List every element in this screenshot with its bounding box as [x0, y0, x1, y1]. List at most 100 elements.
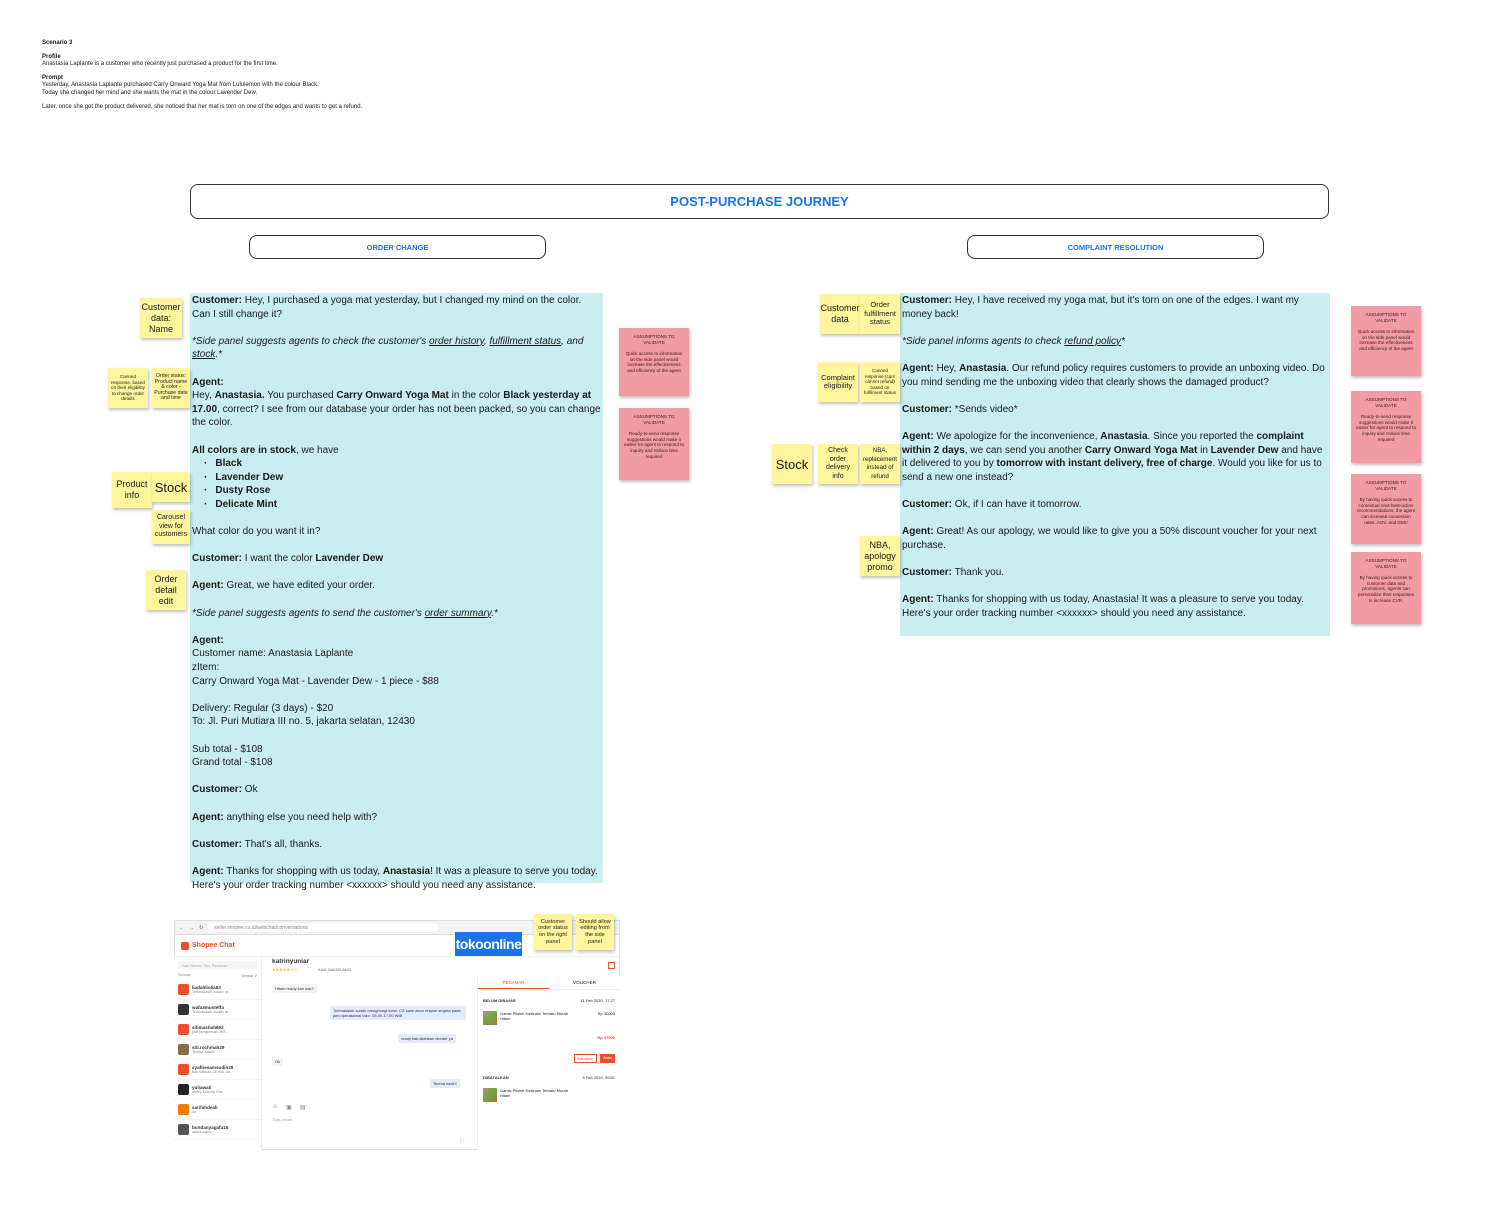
chat-user-name: katrinyuniar [272, 958, 310, 965]
complaint-window: complaint within 2 days [902, 430, 1304, 456]
speaker-label: Agent: [902, 362, 934, 374]
avatar [178, 1084, 189, 1095]
message-text: ! It was a pleasure to serve you today. … [192, 865, 598, 891]
side-panel-note: *Side panel informs agents to check [902, 335, 1065, 347]
sticky-canned-refund-response: Canned response (can/ cannot refund) bas… [860, 362, 900, 402]
message-text: What color do you want it in? [192, 526, 321, 538]
emoji-icon[interactable]: ☺ [272, 1104, 279, 1110]
speaker-label: Agent: [192, 376, 224, 388]
message-text: anything else you need help with? [223, 811, 378, 823]
tab-voucher[interactable]: VOUCHER [573, 980, 596, 985]
contact-message: ok [192, 1110, 197, 1114]
summary-line: Delivery: Regular (3 days) - $20 [192, 702, 334, 714]
contact-name: sitimastiah692 [192, 1025, 224, 1030]
avatar [178, 1004, 189, 1015]
message-text: Thank you. [952, 566, 1005, 578]
order-summary-link: order summary [424, 607, 492, 619]
assumption-card: ASSUMPTIONS TO VALIDATE Ready-to-send re… [1351, 391, 1421, 463]
profile-label: Profile [42, 53, 61, 60]
contact-name: yuliawati [192, 1085, 212, 1090]
sticky-customer-data-name: Customer data: Name [140, 298, 182, 338]
order-detail: Black yesterday at 17.00 [192, 390, 592, 415]
product-title: Gamis Plisket Kekinian Terbaru Murah [500, 1088, 568, 1093]
speaker-label: Agent: [192, 865, 224, 877]
profile-text: Anastasia Laplante is a customer who rec… [42, 61, 278, 68]
contact-message: sialey kosong Kka [192, 1090, 223, 1094]
prompt-line-1: Yesterday, Anastasia Laplante purchased … [42, 82, 319, 89]
chat-message: Terima kasih! [430, 1079, 460, 1088]
filter-all[interactable]: Semua [178, 973, 191, 977]
side-panel-note: *Side panel suggests agents to send the … [192, 607, 425, 619]
panel-toggle-icon[interactable] [608, 962, 615, 969]
send-icon[interactable]: ▷ [460, 1138, 465, 1144]
search-input[interactable]: Cari Nama / No. Pesanan [178, 961, 257, 969]
contact-message: Terimakasih sudah m... [192, 990, 232, 994]
prompt-line-2: Today she changed her mind and she wants… [42, 89, 258, 96]
sticky-carousel-view: Carousel view for customers [152, 510, 190, 544]
image-icon[interactable]: ▣ [286, 1105, 292, 1111]
product-thumbnail [483, 1011, 497, 1025]
action-button[interactable]: Atasi [600, 1054, 615, 1063]
order-status: BELUM DIBAYAR [483, 998, 516, 1003]
contact-message: kak sabuan 35 ribu, kk... [192, 1070, 234, 1074]
prompt-line-3: Later, once she got the product delivere… [42, 103, 363, 110]
contact-name: wafa3musteffa [192, 1005, 224, 1010]
refund-policy-link: refund policy [1064, 335, 1122, 347]
rating: ★★★★★ 5.0 [272, 967, 297, 972]
message-text: You purchased [264, 390, 337, 402]
message-text: Thanks for shopping with us today, [223, 865, 383, 877]
speaker-label: Agent: [192, 811, 224, 823]
color-item: Dusty Rose [204, 484, 601, 498]
contact-name: liadahliolia83 [192, 985, 221, 990]
summary-line: zItem: [192, 662, 220, 674]
product-icon[interactable]: ▤ [299, 1105, 306, 1111]
speaker-label: Customer: [192, 784, 243, 796]
product-variant: Hitam [500, 1093, 511, 1098]
assumption-heading: ASSUMPTIONS TO VALIDATE [1365, 397, 1407, 408]
tab-orders[interactable]: PESANAN [478, 976, 549, 989]
order-date: 5 Feb 2020, 09:51 [582, 1075, 615, 1080]
sticky-order-fulfillment-status: Order fulfillment status [860, 294, 900, 334]
summary-line: Customer name: Anastasia Laplante [192, 648, 354, 660]
filter-dropdown[interactable]: Semua ∨ [241, 974, 257, 978]
assumption-heading: ASSUMPTIONS TO VALIDATE [1365, 312, 1407, 323]
message-text: . Our refund policy requires customers t… [902, 362, 1325, 388]
avatar [178, 1124, 189, 1135]
contact-message: sama-sama [192, 1130, 212, 1134]
message-text: Great, we have edited your order. [223, 580, 375, 592]
product-thumbnail [483, 1088, 497, 1102]
sticky-order-detail-edit: Order detail edit [146, 570, 186, 610]
message-text: Hey, I purchased a yoga mat yesterday, b… [192, 295, 582, 320]
customer-name: Anastasia [382, 865, 431, 877]
message-input[interactable]: Tulis pesan [272, 1117, 293, 1122]
app-name: Shopee Chat [192, 942, 235, 949]
order-card: BELUM DIBAYAR 11 Feb 2020, 17:27 Gamis P… [483, 998, 615, 1102]
forward-icon[interactable]: → [189, 924, 194, 931]
location: KAB. MAGELANG [318, 967, 351, 972]
message-text: in [1197, 444, 1211, 456]
contact-name: bundanyagafa15 [192, 1125, 229, 1130]
product-title: Gamis Plisket Kekinian Terbaru Murah [500, 1011, 568, 1016]
message-text: That's all, thanks. [242, 838, 323, 850]
url-field[interactable]: seller.shopee.co.id/webchat/conversation… [208, 923, 439, 932]
message-text: , we can send you another [964, 444, 1085, 456]
order-history-link: order history [429, 335, 484, 347]
order-total: Rp 37000 [597, 1035, 615, 1040]
selected-color: Lavender Dew [315, 553, 384, 565]
chat-message: Terimakasih sudah menghungi kami. CS kam… [330, 1006, 466, 1020]
reload-icon[interactable]: ↻ [199, 924, 204, 931]
cancel-button[interactable]: Batalkan [573, 1054, 598, 1063]
scenario-title: Scenario 3 [42, 40, 73, 46]
speaker-label: Agent: [192, 634, 224, 646]
back-icon[interactable]: ← [179, 924, 184, 931]
complaint-conversation: Customer: Hey, I have received my yoga m… [900, 293, 1330, 636]
summary-line: To: Jl. Puri Mutiara III no. 5, jakarta … [192, 716, 415, 728]
